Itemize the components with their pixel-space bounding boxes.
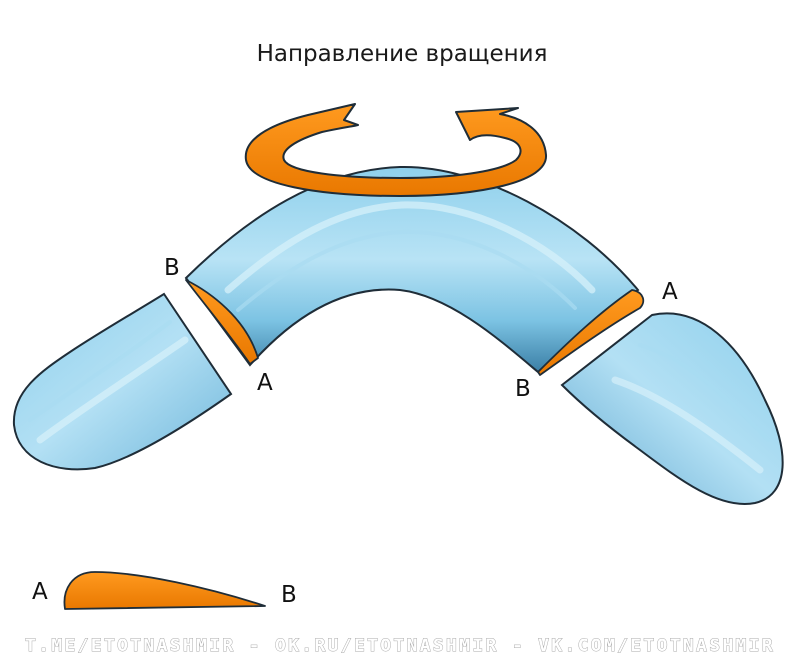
boomerang-right-wing	[560, 312, 784, 505]
label-right-joint-b: B	[515, 376, 531, 402]
label-profile-a: A	[32, 579, 48, 605]
boomerang-center-section	[184, 165, 640, 374]
label-left-joint-a: A	[257, 370, 273, 396]
label-right-joint-a: A	[662, 279, 678, 305]
rotation-arrow-icon	[244, 103, 548, 197]
airfoil-profile	[63, 571, 266, 610]
right-joint-profile	[537, 289, 645, 376]
diagram-title: Направление вращения	[257, 41, 548, 67]
label-profile-b: B	[281, 582, 297, 608]
label-left-joint-b: B	[164, 255, 180, 281]
watermark: T.ME/ETOTNASHMIR - OK.RU/ETOTNASHMIR - V…	[25, 636, 775, 656]
boomerang-left-wing	[12, 292, 233, 471]
left-joint-profile	[185, 279, 259, 365]
